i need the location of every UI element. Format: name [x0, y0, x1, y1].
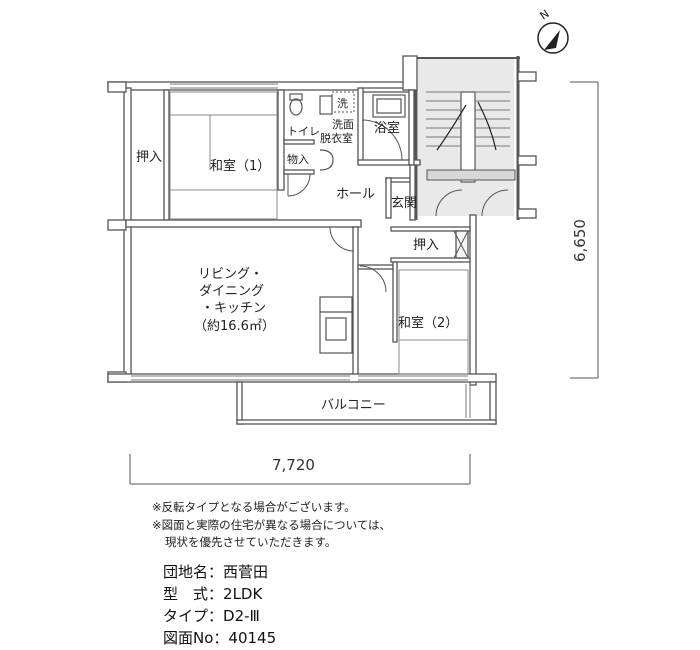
room-genkan: 玄関 — [391, 196, 417, 211]
spec-value: 2LDK — [223, 585, 263, 603]
spec-key: 図面No — [163, 629, 214, 647]
washing-machine-box — [331, 91, 355, 113]
spec-value: D2-Ⅲ — [223, 607, 260, 625]
note-line: ※反転タイプとなる場合がございます。 — [152, 500, 356, 514]
spec-row-keishiki: 型 式：2LDK — [163, 583, 276, 605]
note-line: ※図面と実際の住宅が異なる場合については、 — [152, 517, 392, 532]
walls — [107, 55, 537, 425]
room-oshiire-left: 押入 — [136, 150, 162, 165]
spec-block: 団地名：西菅田 型 式：2LDK タイプ：D2-Ⅲ 図面No：40145 — [163, 561, 276, 649]
room-ldk-area: （約16.6㎡） — [194, 319, 275, 334]
bathtub-icon — [372, 94, 406, 118]
spec-row-zumen: 図面No：40145 — [163, 627, 276, 649]
spec-row-type: タイプ：D2-Ⅲ — [163, 605, 276, 627]
washbasin-icon — [319, 95, 334, 171]
room-datsuishitsu: 脱衣室 — [320, 131, 353, 145]
width-dimension-label: 7,720 — [272, 456, 315, 474]
spec-value: 西菅田 — [223, 563, 269, 581]
room-ldk-line1: リビング・ — [198, 267, 263, 282]
depth-dimension-label: 6,650 — [571, 219, 589, 262]
room-hall: ホール — [336, 187, 375, 202]
kitchen-counter — [319, 296, 353, 354]
room-balcony: バルコニー — [321, 398, 386, 413]
depth-dimension — [570, 81, 599, 379]
room-washitsu-2: 和室（2） — [398, 315, 458, 331]
room-toilet: トイレ — [287, 125, 320, 138]
windows — [131, 83, 471, 418]
spec-key: 型 式 — [163, 585, 209, 603]
spec-row-danchi: 団地名：西菅田 — [163, 561, 276, 583]
spec-sep: ： — [208, 607, 224, 625]
room-ldk-line2: ダイニング — [199, 284, 264, 299]
spec-value: 40145 — [228, 629, 277, 647]
spec-key: タイプ — [163, 607, 209, 625]
room-senmen: 洗面 — [332, 118, 354, 131]
room-monoire: 物入 — [287, 152, 309, 166]
notes-block: ※反転タイプとなる場合がございます。 ※図面と実際の住宅が異なる場合については、… — [152, 499, 391, 552]
room-washitsu-1: 和室（1） — [210, 158, 270, 174]
spec-sep: ： — [208, 563, 224, 581]
compass-label: N — [537, 7, 551, 22]
width-dimension — [129, 454, 471, 485]
room-yokushitsu: 浴室 — [374, 120, 400, 136]
room-sen: 洗 — [337, 97, 348, 110]
north-compass-icon: N — [537, 7, 569, 54]
spec-key: 団地名 — [163, 563, 209, 581]
spec-sep: ： — [208, 585, 224, 603]
note-line: 現状を優先させていただきます。 — [165, 535, 337, 549]
toilet-icon — [289, 93, 303, 116]
staircase — [414, 56, 520, 220]
door-swings — [287, 119, 509, 293]
room-oshiire-right: 押入 — [413, 238, 439, 253]
tatami-grid — [169, 91, 469, 375]
room-ldk-line3: ・キッチン — [201, 301, 266, 316]
spec-sep: ： — [213, 629, 229, 647]
